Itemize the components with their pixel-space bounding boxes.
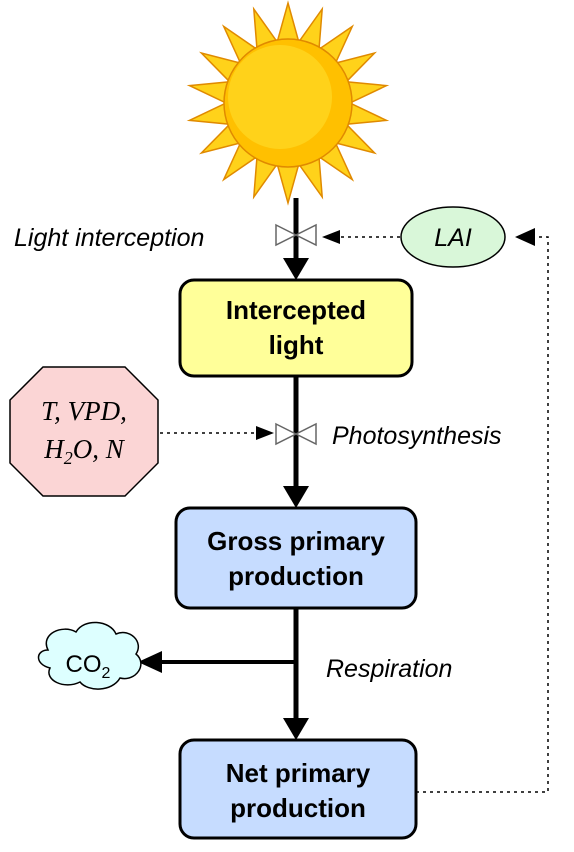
arrowhead-feedback	[515, 228, 535, 246]
lai-ellipse	[400, 206, 506, 268]
lai-node: LAI	[400, 206, 506, 268]
process-label-light-interception: Light interception	[14, 224, 204, 252]
intercepted-light-label-2: light	[269, 330, 324, 360]
npp-label-2: production	[230, 793, 366, 823]
gpp-box: Gross primary production	[174, 506, 418, 610]
npp-label-1: Net primary	[226, 758, 371, 788]
environment-label-1: T, VPD,	[41, 396, 127, 426]
npp-box: Net primary production	[178, 738, 418, 840]
valve-light-interception	[275, 223, 317, 247]
valve-photosynthesis	[275, 422, 317, 446]
environment-label-2: H2O, N	[43, 434, 125, 468]
environment-node: T, VPD, H2O, N	[9, 366, 159, 497]
arrowhead-npp	[283, 718, 309, 740]
npp-rect	[178, 738, 418, 840]
co2-cloud: CO2	[37, 621, 142, 690]
co2-label: CO2	[66, 651, 111, 682]
process-label-photosynthesis: Photosynthesis	[332, 422, 502, 450]
gpp-rect	[174, 506, 418, 610]
intercepted-light-box: Intercepted light	[178, 278, 414, 378]
lai-label: LAI	[434, 224, 472, 252]
arrowhead-lai-control	[322, 230, 340, 244]
gpp-label-1: Gross primary	[207, 526, 385, 556]
arrowhead-env-control	[256, 426, 274, 440]
co2-cloud-shape	[37, 621, 142, 690]
sun-highlight	[228, 45, 332, 149]
gpp-label-2: production	[228, 561, 364, 591]
environment-octagon	[9, 366, 159, 497]
feedback-line-npp-lai	[416, 236, 549, 793]
arrowhead-photosynthesis	[283, 486, 309, 508]
process-label-respiration: Respiration	[326, 655, 452, 683]
intercepted-light-label-1: Intercepted	[226, 295, 366, 325]
arrowhead-light	[283, 258, 309, 280]
arrowhead-co2	[138, 651, 162, 673]
sun-icon	[186, 0, 390, 206]
